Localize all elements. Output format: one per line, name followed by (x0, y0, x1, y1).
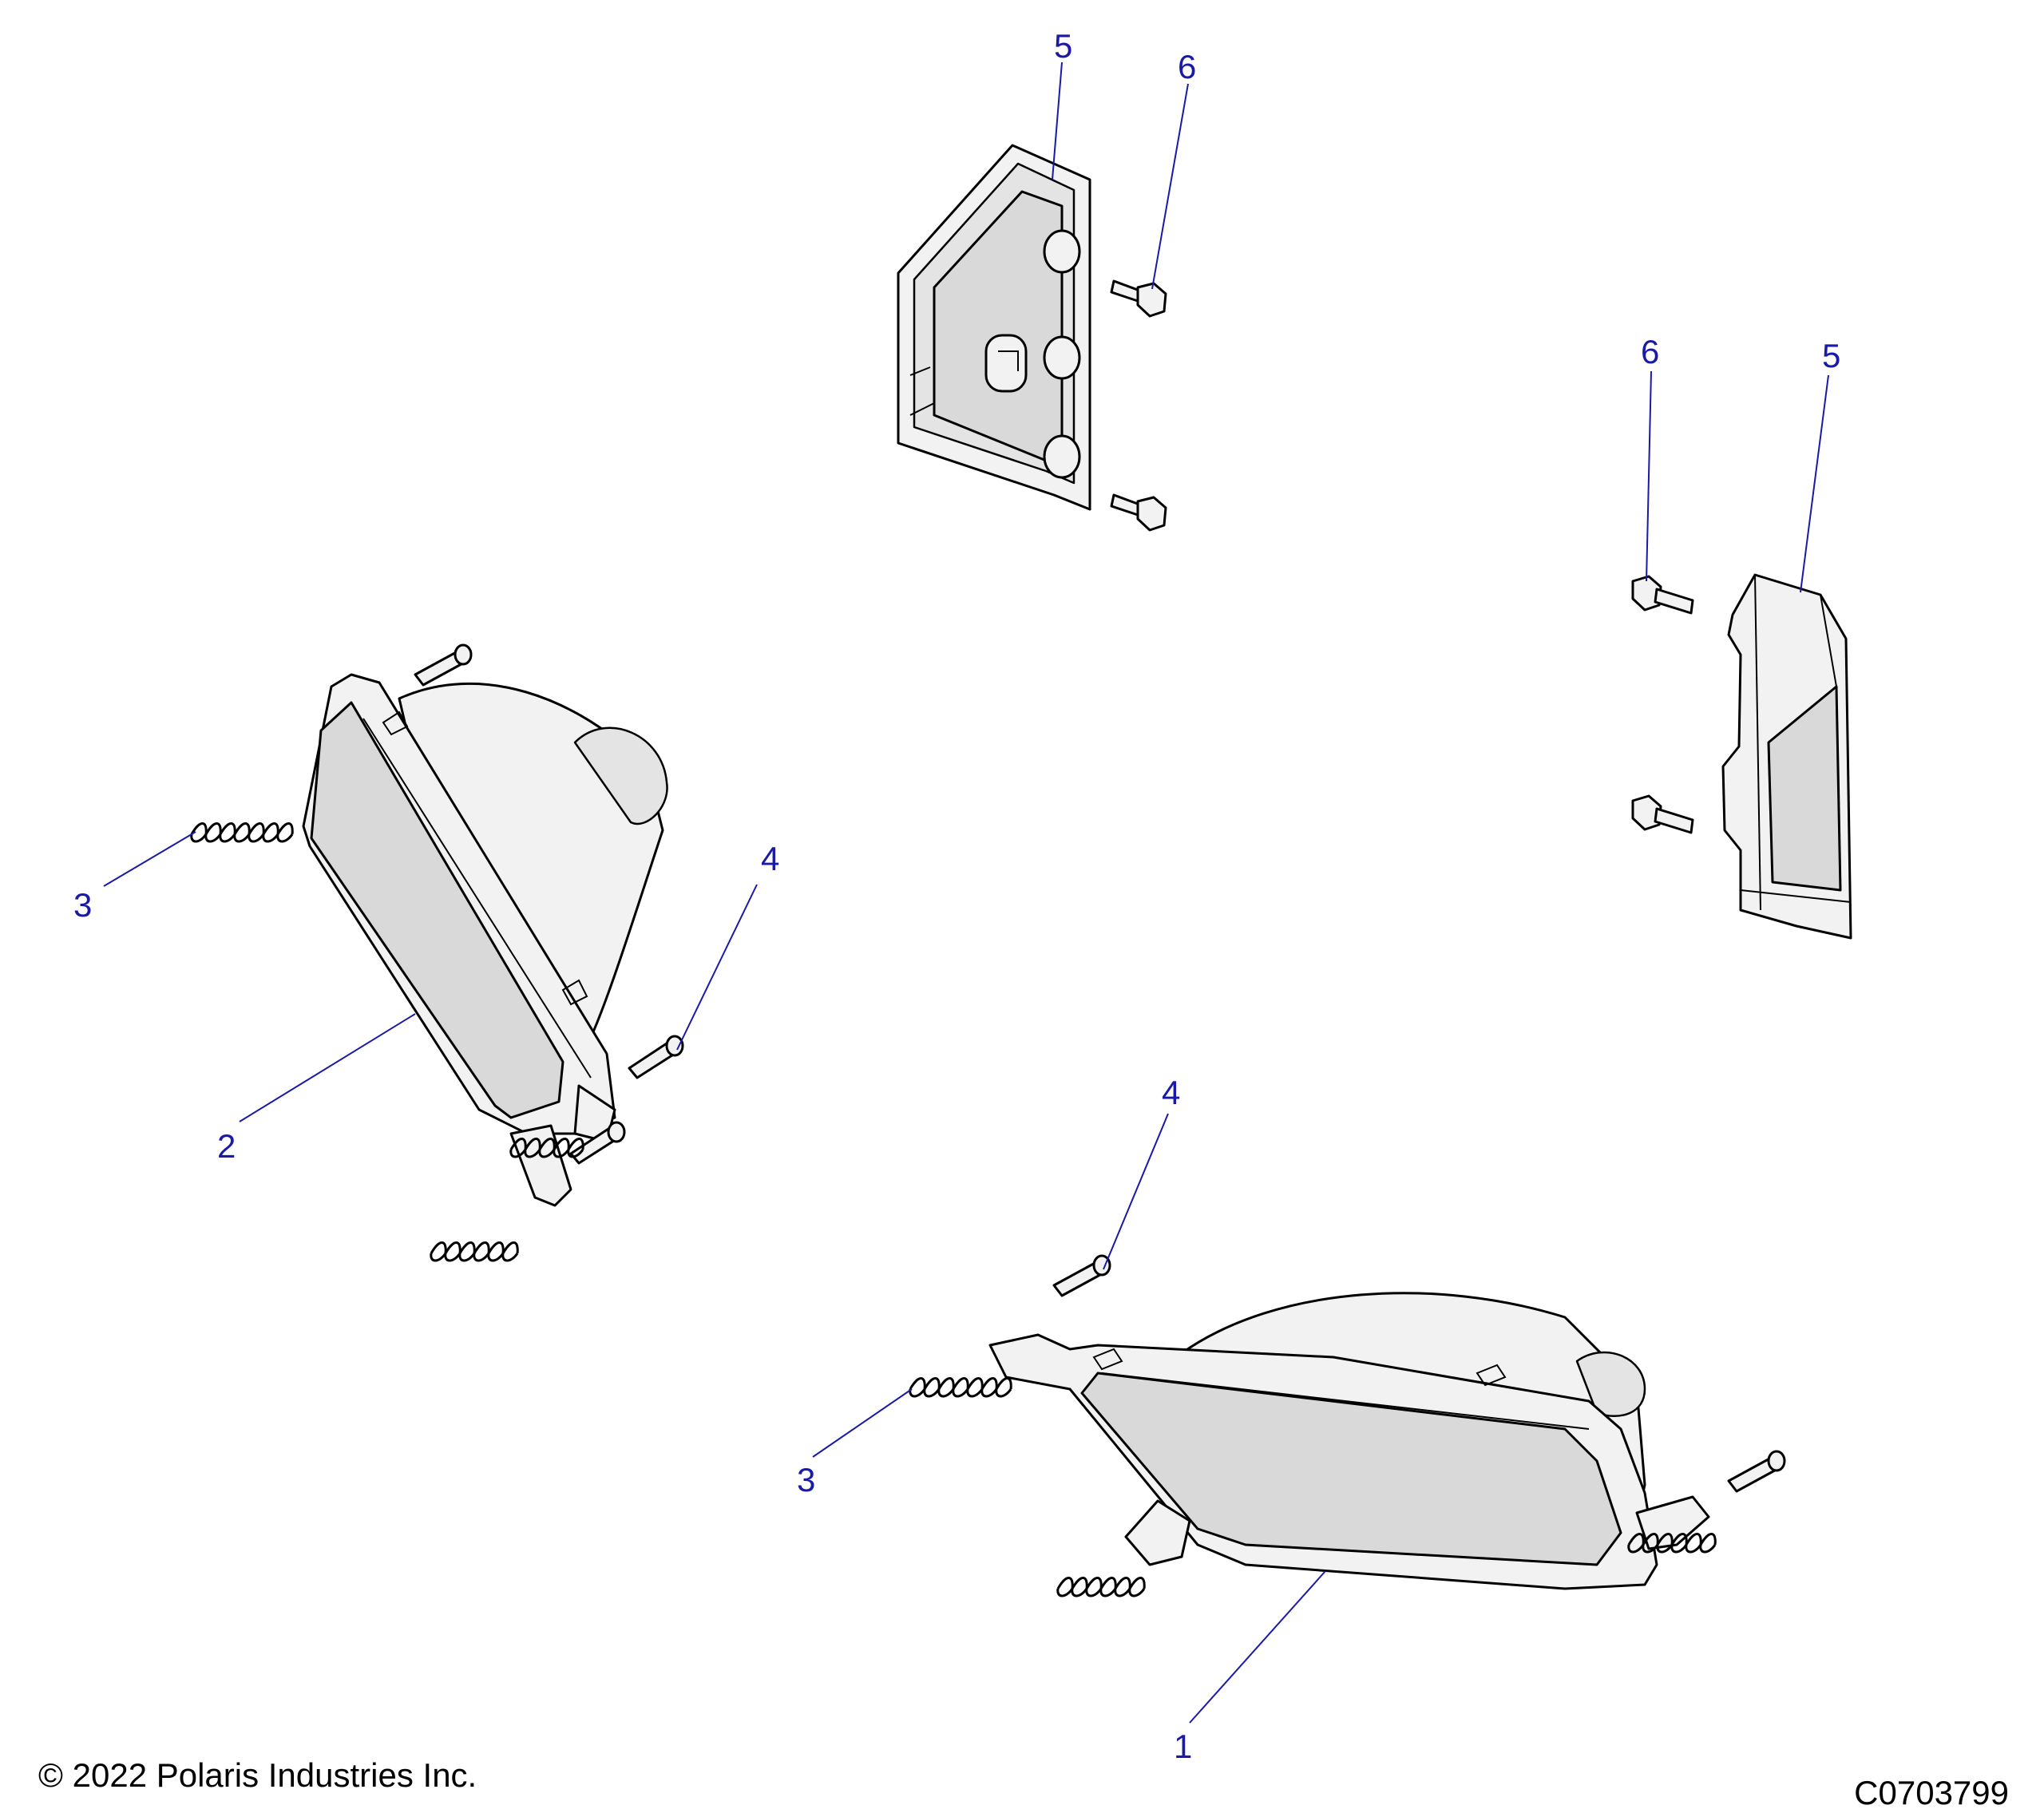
bolt-top-lower-part-6 (1110, 493, 1167, 532)
pin-bottom-right-part-4 (1727, 1450, 1786, 1493)
copyright-notice: © 2022 Polaris Industries Inc. (38, 1756, 477, 1794)
pin-left-upper-part-4 (414, 643, 473, 687)
headlamp-left-part-2 (302, 673, 668, 1207)
leader-6-right (1646, 370, 1652, 582)
callout-4-bottom: 4 (1162, 1074, 1180, 1111)
leader-5-top (1052, 61, 1063, 180)
bolt-top-upper-part-6 (1110, 279, 1167, 318)
spring-bottom-left-part-3 (909, 1377, 1012, 1398)
bolt-right-lower-part-6 (1631, 794, 1694, 834)
leader-1 (1189, 1570, 1326, 1724)
drawing-number: C0703799 (1854, 1774, 2009, 1811)
spring-left-lower-part-3 (430, 1241, 519, 1262)
callout-3-left: 3 (73, 886, 92, 924)
spring-left-mid-part-3 (509, 1138, 584, 1158)
pin-bottom-upper-part-4 (1052, 1254, 1111, 1297)
leader-4-left (676, 884, 758, 1051)
callout-1: 1 (1174, 1728, 1192, 1765)
housing-top-part-5 (897, 144, 1091, 511)
callout-3-bottom: 3 (797, 1461, 815, 1498)
callout-6-right: 6 (1641, 333, 1659, 370)
pin-left-lower-part-4 (569, 1121, 626, 1165)
leader-3-bottom (812, 1388, 913, 1458)
leader-2 (239, 1013, 416, 1122)
leader-lines (103, 61, 1829, 1724)
pin-left-mid-part-4 (628, 1035, 684, 1079)
leader-5-right (1800, 374, 1829, 593)
spring-bottom-right-part-3 (1627, 1533, 1717, 1554)
callout-5-right: 5 (1822, 337, 1840, 374)
callout-2: 2 (217, 1127, 236, 1165)
callout-6-top: 6 (1178, 48, 1196, 85)
bolt-right-upper-part-6 (1631, 575, 1694, 615)
spring-bottom-lower-part-3 (1056, 1577, 1146, 1597)
callout-5-top: 5 (1054, 27, 1072, 65)
leader-4-bottom (1103, 1113, 1169, 1270)
leader-3-left (103, 831, 196, 887)
spring-left-upper-part-3 (190, 822, 294, 843)
housing-right-part-5 (1721, 573, 1852, 940)
headlamp-bottom-part-1 (988, 1292, 1710, 1590)
callout-4-left: 4 (761, 840, 779, 877)
leader-6-top (1151, 83, 1189, 290)
